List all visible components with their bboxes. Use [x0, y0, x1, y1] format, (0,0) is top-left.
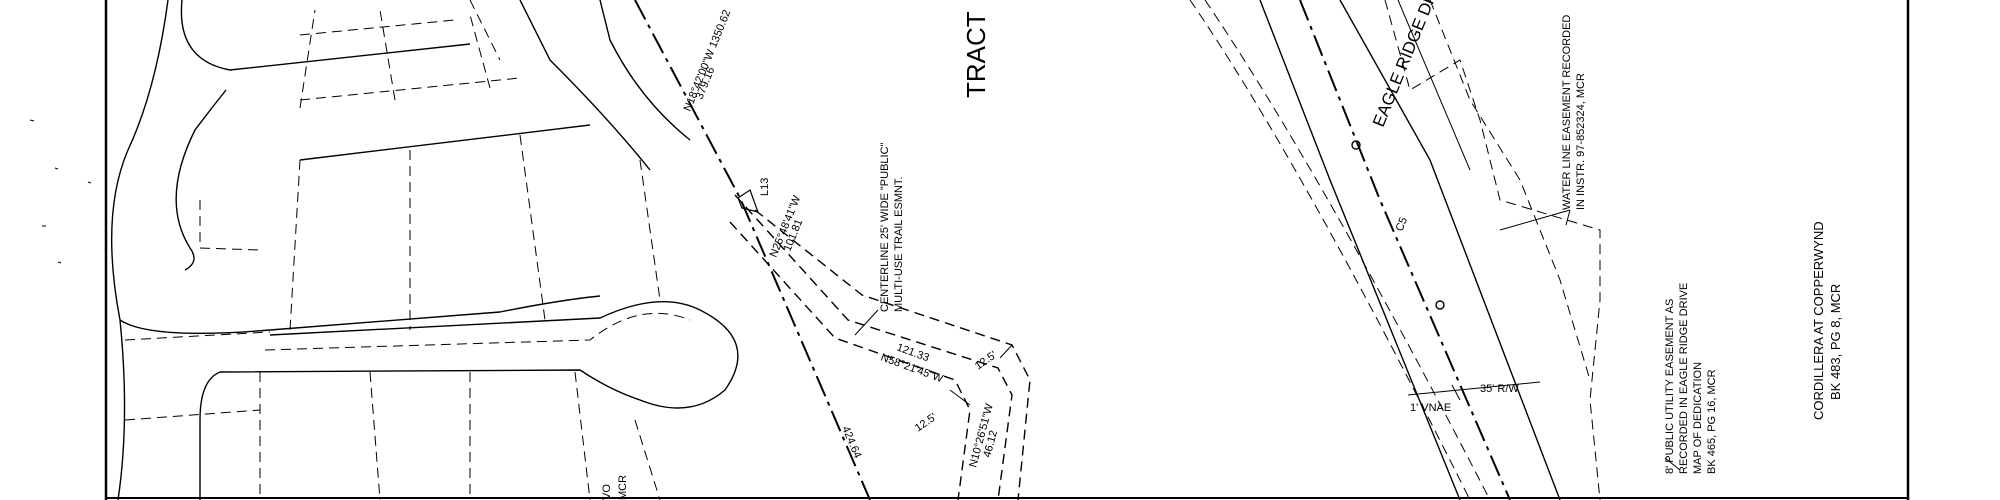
pue-note-line-1: 8' PUBLIC UTILITY EASEMENT AS [1664, 299, 1676, 474]
margin-ticks [29, 119, 92, 264]
tract-boundary [634, 0, 871, 500]
road-name-label: EAGLE RIDGE DR [1369, 0, 1441, 129]
vnae-label: 1' VNAE [1410, 402, 1451, 414]
water-line-easement-note-line-1: WATER LINE EASEMENT RECORDED [1561, 15, 1573, 210]
control-point-marker [1435, 300, 1445, 310]
control-point-marker [1351, 140, 1361, 150]
line-tag-l13: L13 [759, 178, 771, 196]
trail-easement-note-line-1: CENTERLINE 25' WIDE "PUBLIC" [879, 142, 891, 312]
pue-note-line-3: MAP OF DEDICATION [1692, 362, 1704, 474]
lot-label-fragment-2: MCR [617, 475, 629, 500]
trail-easement-note-line-2: MULTI-USE TRAIL ESMNT. [893, 177, 905, 312]
water-line-easement-note-line-2: IN INSTR. 97-852324, MCR [1575, 73, 1587, 210]
subdivision-note-line-2: BK 483, PG 8, MCR [1828, 284, 1843, 400]
curve-tag-c5: C5 [1394, 216, 1410, 234]
pue-note-line-4: BK 465, PG 16, MCR [1706, 369, 1718, 474]
easement-width-right: 12.5' [973, 349, 999, 372]
subdivision-note-line-1: CORDILLERA AT COPPERWYND [1811, 221, 1826, 420]
subdivision-lots [110, 0, 739, 500]
trail-easement [729, 194, 1031, 500]
row-width-label: 35' R/W [1480, 383, 1519, 395]
easement-width-left: 12.5' [913, 411, 939, 434]
lot-label-fragment-1: VO [601, 484, 613, 500]
bearing-label-top: N18°42'00"W 1350.62 [682, 8, 734, 113]
distance-label-diagonal: 424.64 [839, 424, 863, 460]
pue-note-line-2: RECORDED IN EAGLE RIDGE DRIVE [1678, 283, 1690, 474]
eagle-ridge-drive-row [1189, 0, 1681, 500]
tract-label: TRACT [961, 11, 991, 98]
